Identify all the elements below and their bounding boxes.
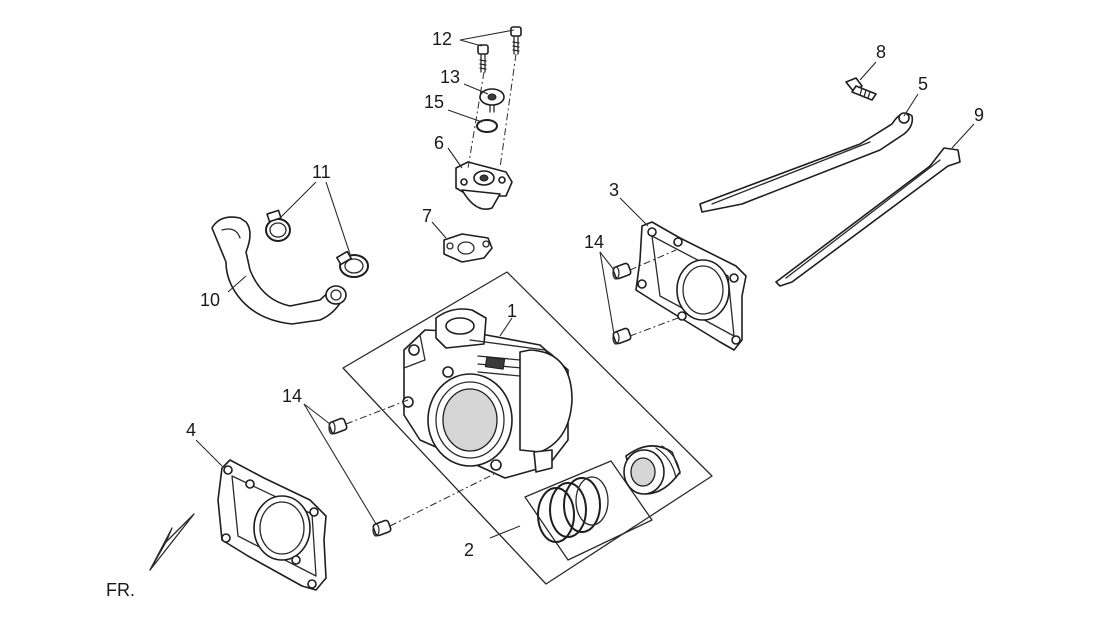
callout-5: 5: [918, 74, 928, 94]
callout-3: 3: [609, 180, 619, 200]
dowel-pin-14d: [372, 519, 392, 537]
bolt-8: [845, 77, 877, 101]
cylinder-group-outline: [342, 271, 713, 585]
callout-12: 12: [432, 29, 452, 49]
piston-ring-group-outline: [524, 460, 653, 561]
callout-7: 7: [422, 206, 432, 226]
bolt-12b: [510, 26, 522, 55]
callout-13: 13: [440, 67, 460, 87]
cylinder-block: [402, 308, 573, 479]
gasket-3: [635, 221, 747, 351]
hose-clamp-11b: [336, 250, 369, 278]
callout-15: 15: [424, 92, 444, 112]
callout-10: 10: [200, 290, 220, 310]
leader-lines: [195, 29, 975, 539]
chain-guide-5: [699, 112, 914, 213]
tensioner-body-6: [455, 161, 513, 210]
coolant-hose-10: [211, 216, 347, 325]
callout-14-lower: 14: [282, 386, 302, 406]
callout-11: 11: [312, 162, 331, 182]
tensioner-gasket-7: [443, 233, 493, 263]
callout-9: 9: [974, 105, 984, 125]
callout-8: 8: [876, 42, 886, 62]
dowel-pin-14a: [612, 262, 632, 280]
chain-slipper-9: [775, 147, 961, 287]
callout-6: 6: [434, 133, 444, 153]
callout-14-upper: 14: [584, 232, 604, 252]
bolt-12a: [477, 44, 489, 73]
callout-2: 2: [464, 540, 474, 560]
piston: [623, 445, 681, 495]
gasket-4: [217, 459, 327, 591]
hose-clamp-11a: [265, 209, 291, 242]
direction-label: FR.: [106, 580, 135, 600]
callout-1: 1: [507, 301, 517, 321]
dowel-pin-14c: [328, 417, 348, 435]
callout-labels: 1 2 3 4 5 6 7 8 9 10 11 12 13 14 14 15 F…: [106, 29, 984, 600]
callout-4: 4: [186, 420, 196, 440]
front-direction-arrow-icon: [149, 513, 195, 571]
o-ring-15: [476, 119, 498, 133]
piston-rings: [537, 476, 609, 543]
dowel-pin-14b: [612, 327, 632, 345]
